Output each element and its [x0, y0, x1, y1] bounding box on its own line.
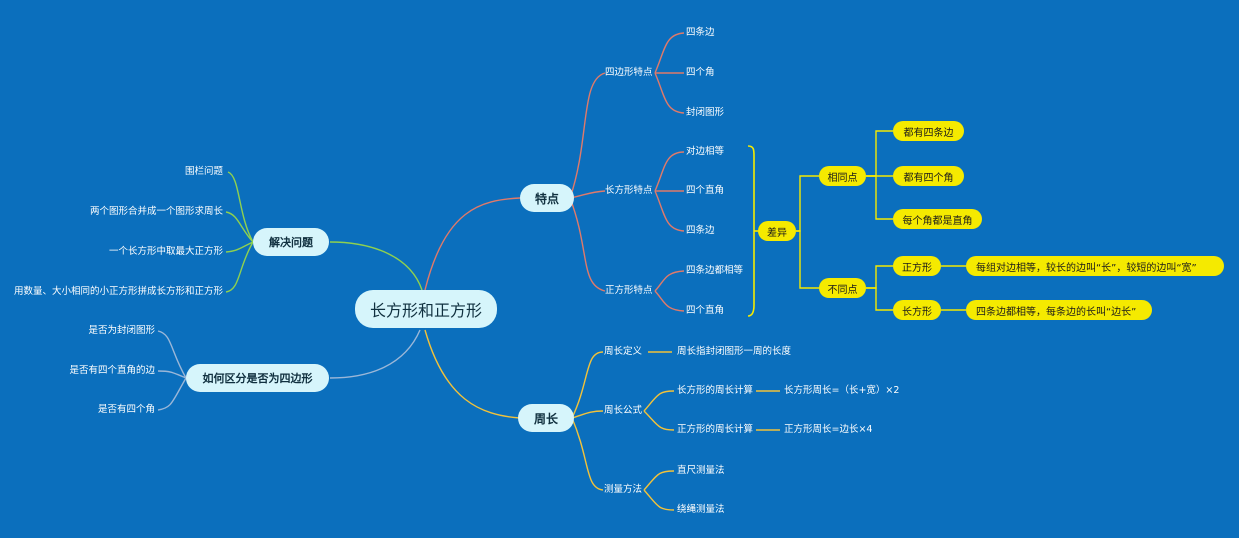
solve-node[interactable]: 解决问题	[253, 228, 329, 256]
same-item[interactable]: 都有四条边	[893, 121, 964, 141]
link-root-distinguish	[329, 329, 421, 379]
rect-item[interactable]: 对边相等	[686, 146, 725, 157]
link-diff-same	[796, 175, 819, 232]
square-item[interactable]: 四条边都相等	[686, 265, 744, 276]
link-measure-1	[643, 470, 675, 491]
link-diff-different	[796, 230, 819, 289]
diff-bracket	[747, 145, 755, 317]
link-diff-rect	[866, 287, 893, 311]
formula-rect-value[interactable]: 长方形周长=（长+宽）×2	[784, 385, 900, 396]
link-perimeter-formula	[571, 410, 604, 419]
perimeter-node[interactable]: 周长	[518, 404, 574, 432]
distinguish-item[interactable]: 是否有四个直角的边	[69, 365, 155, 376]
link-square-2	[654, 290, 685, 312]
link-quad-3	[654, 72, 685, 114]
solve-item[interactable]: 围栏问题	[184, 166, 223, 177]
link-features-rect	[569, 190, 606, 199]
link-solve-2	[225, 211, 254, 243]
rect-item[interactable]: 四个直角	[686, 185, 725, 196]
quad-item[interactable]: 四条边	[686, 27, 715, 38]
link-solve-4	[225, 241, 254, 293]
distinguish-item[interactable]: 是否为封闭图形	[88, 325, 155, 336]
rect-item[interactable]: 四条边	[686, 225, 715, 236]
link-same-1	[866, 130, 893, 177]
formula-square-value[interactable]: 正方形周长=边长×4	[784, 424, 873, 435]
rect-node[interactable]: 长方形特点	[605, 185, 653, 196]
same-item[interactable]: 每个角都是直角	[893, 209, 982, 229]
link-rect-1	[654, 151, 685, 192]
distinguish-node[interactable]: 如何区分是否为四边形	[186, 364, 329, 392]
link-dist-3	[157, 377, 187, 411]
perimeter-definition-value[interactable]: 周长指封闭图形一周的长度	[677, 346, 792, 357]
diff-node[interactable]: 差异	[758, 221, 796, 241]
solve-item[interactable]: 两个图形合并成一个图形求周长	[89, 206, 223, 217]
quad-node[interactable]: 四边形特点	[605, 67, 653, 78]
square-item[interactable]: 四个直角	[686, 305, 725, 316]
link-solve-1	[227, 171, 254, 243]
link-square-1	[654, 270, 685, 292]
link-formula-rect	[643, 390, 675, 412]
quad-item[interactable]: 封闭图形	[686, 107, 725, 118]
measure-item[interactable]: 绕绳测量法	[677, 504, 725, 515]
link-dist-1	[157, 330, 187, 379]
perimeter-formula-node[interactable]: 周长公式	[604, 405, 643, 416]
link-features-square	[569, 197, 606, 292]
link-root-features	[424, 197, 521, 291]
perimeter-definition-node[interactable]: 周长定义	[604, 346, 643, 357]
different-node[interactable]: 不同点	[819, 278, 866, 298]
root-node[interactable]: 长方形和正方形	[355, 290, 497, 328]
features-node[interactable]: 特点	[520, 184, 574, 212]
different-square-node[interactable]: 正方形	[893, 256, 941, 276]
link-features-quad	[569, 72, 606, 199]
link-quad-1	[654, 32, 685, 74]
different-square-desc[interactable]: 每组对边相等，较长的边叫“长”，较短的边叫“宽”	[966, 256, 1224, 276]
link-formula-square	[643, 410, 675, 431]
measure-item[interactable]: 直尺测量法	[677, 465, 725, 476]
solve-item[interactable]: 用数量、大小相同的小正方形拼成长方形和正方形	[13, 286, 223, 297]
same-item[interactable]: 都有四个角	[893, 166, 964, 186]
link-dist-2	[157, 370, 187, 379]
formula-rect-node[interactable]: 长方形的周长计算	[677, 385, 754, 396]
link-perimeter-measure	[571, 417, 604, 491]
different-rect-node[interactable]: 长方形	[893, 300, 941, 320]
link-root-perimeter	[424, 329, 521, 419]
link-diff-sq	[866, 265, 893, 289]
measure-node[interactable]: 测量方法	[604, 484, 643, 495]
solve-item[interactable]: 一个长方形中取最大正方形	[108, 246, 223, 257]
link-perimeter-def	[571, 351, 604, 419]
link-root-solve	[329, 241, 423, 291]
link-measure-2	[643, 489, 675, 511]
link-solve-3	[225, 241, 254, 253]
link-same-3	[866, 175, 893, 220]
same-node[interactable]: 相同点	[819, 166, 866, 186]
different-rect-desc[interactable]: 四条边都相等，每条边的长叫“边长”	[966, 300, 1152, 320]
link-rect-3	[654, 190, 685, 232]
formula-square-node[interactable]: 正方形的周长计算	[677, 424, 754, 435]
distinguish-item[interactable]: 是否有四个角	[97, 404, 155, 415]
quad-item[interactable]: 四个角	[686, 67, 715, 78]
square-node[interactable]: 正方形特点	[605, 285, 653, 296]
